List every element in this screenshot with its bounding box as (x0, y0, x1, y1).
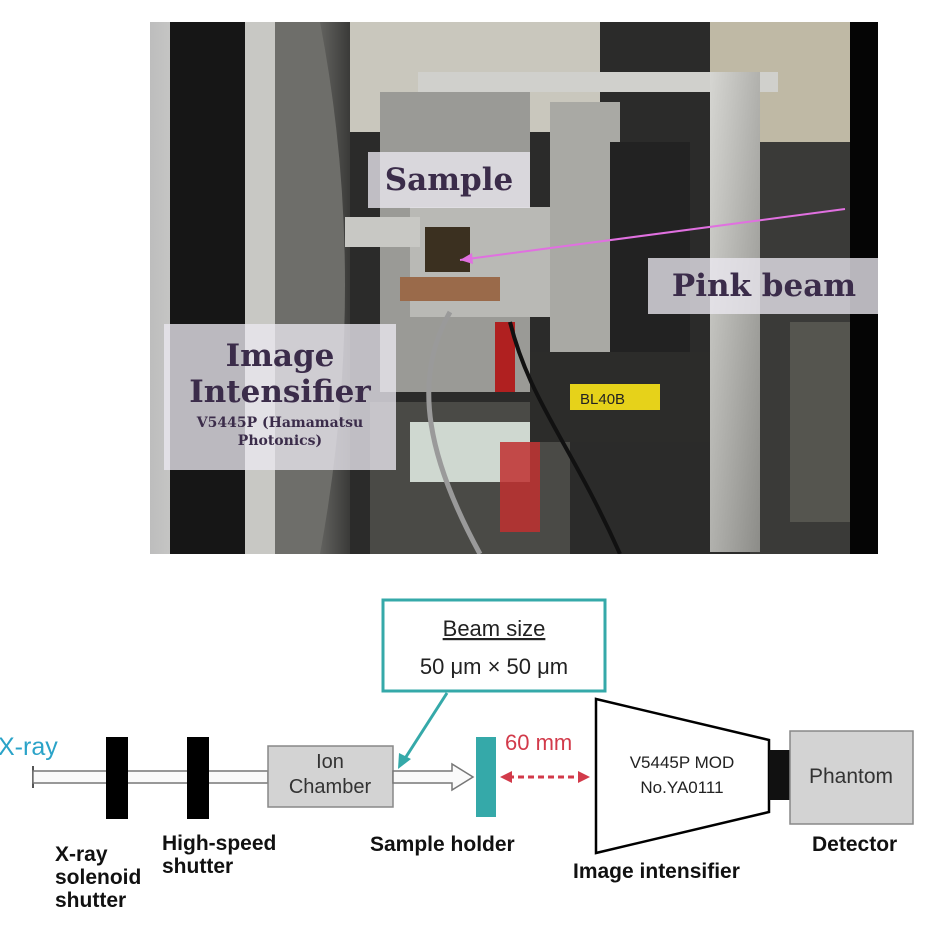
caption-solenoid-shutter: X-ray solenoid shutter (55, 843, 142, 912)
phantom-detector-box (789, 730, 914, 825)
pink-beam-label: Pink beam (648, 258, 878, 314)
intensifier-line2: No.YA0111 (640, 778, 723, 797)
experiment-photo: BL40B Sample Pink beam Image Intensifier… (150, 22, 878, 554)
image-intensifier-shape (594, 697, 771, 855)
solenoid-shutter (106, 737, 128, 819)
xray-label: X-ray (0, 733, 58, 761)
intensifier-line1: V5445P MOD (630, 753, 735, 772)
image-intensifier-title: Image Intensifier (189, 338, 371, 410)
beam-size-title: Beam size (443, 616, 546, 641)
caption-highspeed-shutter: High-speed shutter (162, 832, 277, 878)
sample-holder-plate (476, 737, 496, 817)
beam-arrow (392, 762, 475, 792)
callout-pointer-line (402, 692, 449, 761)
ion-chamber-line2: Chamber (289, 776, 372, 798)
beam-size-callout (381, 598, 607, 693)
pink-beam-line (459, 208, 846, 261)
pink-beam-arrowhead (460, 253, 473, 264)
caption-image-intensifier: Image intensifier (573, 860, 740, 883)
highspeed-shutter (187, 737, 209, 819)
beam-pipe (32, 770, 269, 784)
sample-label: Sample (368, 152, 530, 208)
distance-arrow-left (500, 771, 512, 783)
detector-coupler (769, 750, 790, 800)
ion-chamber-line1: Ion (316, 751, 344, 773)
caption-sample-holder: Sample holder (370, 833, 515, 856)
beam-size-value: 50 μm × 50 μm (420, 654, 568, 679)
ion-chamber-box (267, 745, 394, 808)
stage-tag: BL40B (580, 391, 625, 408)
callout-pointer-head (398, 753, 411, 769)
image-intensifier-label: Image Intensifier V5445P (Hamamatsu Phot… (164, 324, 396, 470)
phantom-label: Phantom (809, 765, 893, 788)
caption-detector: Detector (812, 833, 898, 856)
image-intensifier-model: V5445P (Hamamatsu Photonics) (196, 415, 364, 449)
distance-arrow-right (578, 771, 590, 783)
distance-label: 60 mm (505, 730, 572, 755)
